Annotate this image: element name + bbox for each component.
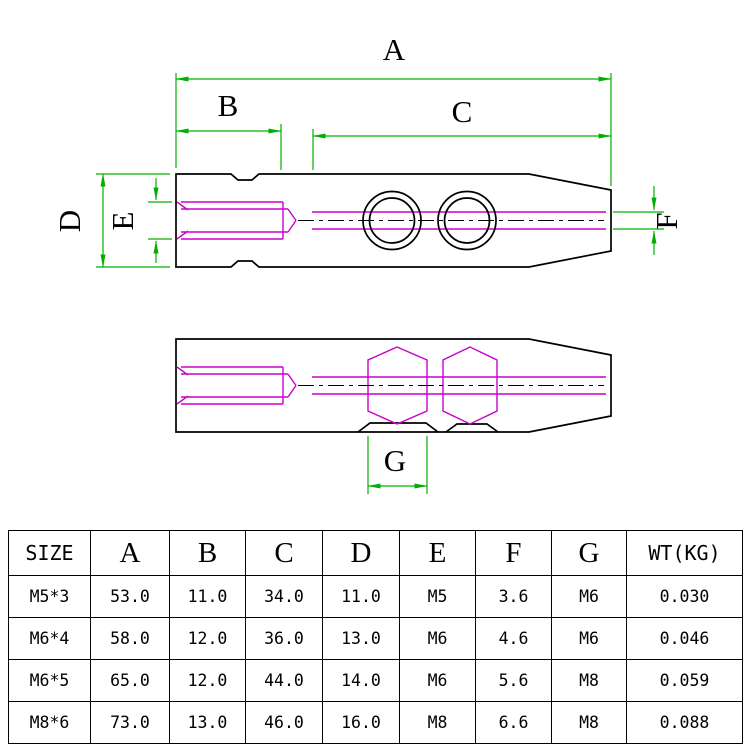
spec-col-header-a: A bbox=[90, 530, 170, 576]
side-view bbox=[175, 173, 612, 268]
spec-value-cell: 0.046 bbox=[626, 617, 743, 660]
side-view-outline bbox=[175, 173, 612, 268]
spec-value-cell: 12.0 bbox=[169, 617, 246, 660]
extension-lines bbox=[96, 173, 170, 268]
spec-value-cell: 0.088 bbox=[626, 701, 743, 744]
dimension-c: C bbox=[312, 94, 612, 170]
dim-label-f: F bbox=[649, 212, 684, 229]
internal-thread-lines bbox=[176, 201, 606, 240]
spec-value-cell: 58.0 bbox=[90, 617, 170, 660]
hole-circle-outer bbox=[362, 190, 422, 251]
spec-value-cell: 12.0 bbox=[169, 659, 246, 702]
extension-lines bbox=[613, 211, 664, 230]
technical-drawing: A B C D E bbox=[52, 32, 684, 494]
spec-size-cell: M6*4 bbox=[8, 617, 91, 660]
spec-size-cell: M8*6 bbox=[8, 701, 91, 744]
spec-value-cell: M5 bbox=[399, 575, 476, 618]
bore-lines bbox=[312, 376, 606, 395]
spec-col-header-wtkg: WT(KG) bbox=[626, 530, 743, 576]
section-view-outline bbox=[175, 338, 612, 433]
dim-label-c: C bbox=[452, 94, 473, 129]
spec-value-cell: 11.0 bbox=[322, 575, 400, 618]
spec-value-cell: M8 bbox=[551, 701, 627, 744]
spec-value-cell: 3.6 bbox=[475, 575, 552, 618]
spec-value-cell: 4.6 bbox=[475, 617, 552, 660]
extension-lines bbox=[175, 73, 612, 186]
hole-circle-inner bbox=[368, 197, 416, 244]
internal-thread-lines bbox=[176, 346, 606, 425]
hole-circle-inner bbox=[443, 197, 491, 244]
dimension-e: E bbox=[105, 178, 172, 263]
dimension-d: D bbox=[52, 173, 170, 268]
hex-socket-right bbox=[442, 346, 498, 425]
spec-value-cell: M6 bbox=[551, 617, 627, 660]
dim-label-e: E bbox=[105, 212, 140, 231]
spec-col-header-b: B bbox=[169, 530, 246, 576]
spec-value-cell: 16.0 bbox=[322, 701, 400, 744]
slot-chamfer-left bbox=[357, 422, 439, 433]
spec-value-cell: 5.6 bbox=[475, 659, 552, 702]
dim-label-g: G bbox=[384, 443, 406, 478]
spec-col-header-d: D bbox=[322, 530, 400, 576]
spec-value-cell: 11.0 bbox=[169, 575, 246, 618]
spec-col-header-g: G bbox=[551, 530, 627, 576]
spec-value-cell: M6 bbox=[399, 659, 476, 702]
spec-value-cell: 13.0 bbox=[169, 701, 246, 744]
spec-value-cell: M8 bbox=[399, 701, 476, 744]
spec-value-cell: 36.0 bbox=[245, 617, 323, 660]
spec-col-header-f: F bbox=[475, 530, 552, 576]
dimension-a: A bbox=[175, 32, 612, 186]
spec-value-cell: 0.030 bbox=[626, 575, 743, 618]
spec-value-cell: 53.0 bbox=[90, 575, 170, 618]
dim-label-d: D bbox=[52, 210, 87, 232]
dim-label-a: A bbox=[383, 32, 406, 67]
bore-lines bbox=[312, 211, 606, 230]
spec-value-cell: 65.0 bbox=[90, 659, 170, 702]
spec-value-cell: 44.0 bbox=[245, 659, 323, 702]
spec-col-header-e: E bbox=[399, 530, 476, 576]
spec-value-cell: 46.0 bbox=[245, 701, 323, 744]
dimension-b: B bbox=[175, 88, 282, 170]
spec-value-cell: 13.0 bbox=[322, 617, 400, 660]
spec-value-cell: 6.6 bbox=[475, 701, 552, 744]
spec-col-header-c: C bbox=[245, 530, 323, 576]
spec-value-cell: M8 bbox=[551, 659, 627, 702]
spec-value-cell: 0.059 bbox=[626, 659, 743, 702]
spec-value-cell: M6 bbox=[551, 575, 627, 618]
spec-value-cell: 14.0 bbox=[322, 659, 400, 702]
dimension-f: F bbox=[613, 186, 684, 255]
spec-col-header-size: SIZE bbox=[8, 530, 91, 576]
spec-size-cell: M6*5 bbox=[8, 659, 91, 702]
hole-circle-outer bbox=[437, 190, 497, 251]
hex-socket-left bbox=[367, 346, 428, 425]
spec-value-cell: M6 bbox=[399, 617, 476, 660]
slot-chamfer-right bbox=[445, 423, 499, 433]
section-view bbox=[175, 338, 612, 433]
spec-size-cell: M5*3 bbox=[8, 575, 91, 618]
dim-label-b: B bbox=[218, 88, 239, 123]
extension-lines bbox=[148, 201, 172, 240]
spec-value-cell: 73.0 bbox=[90, 701, 170, 744]
spec-value-cell: 34.0 bbox=[245, 575, 323, 618]
dimension-g: G bbox=[367, 436, 428, 494]
